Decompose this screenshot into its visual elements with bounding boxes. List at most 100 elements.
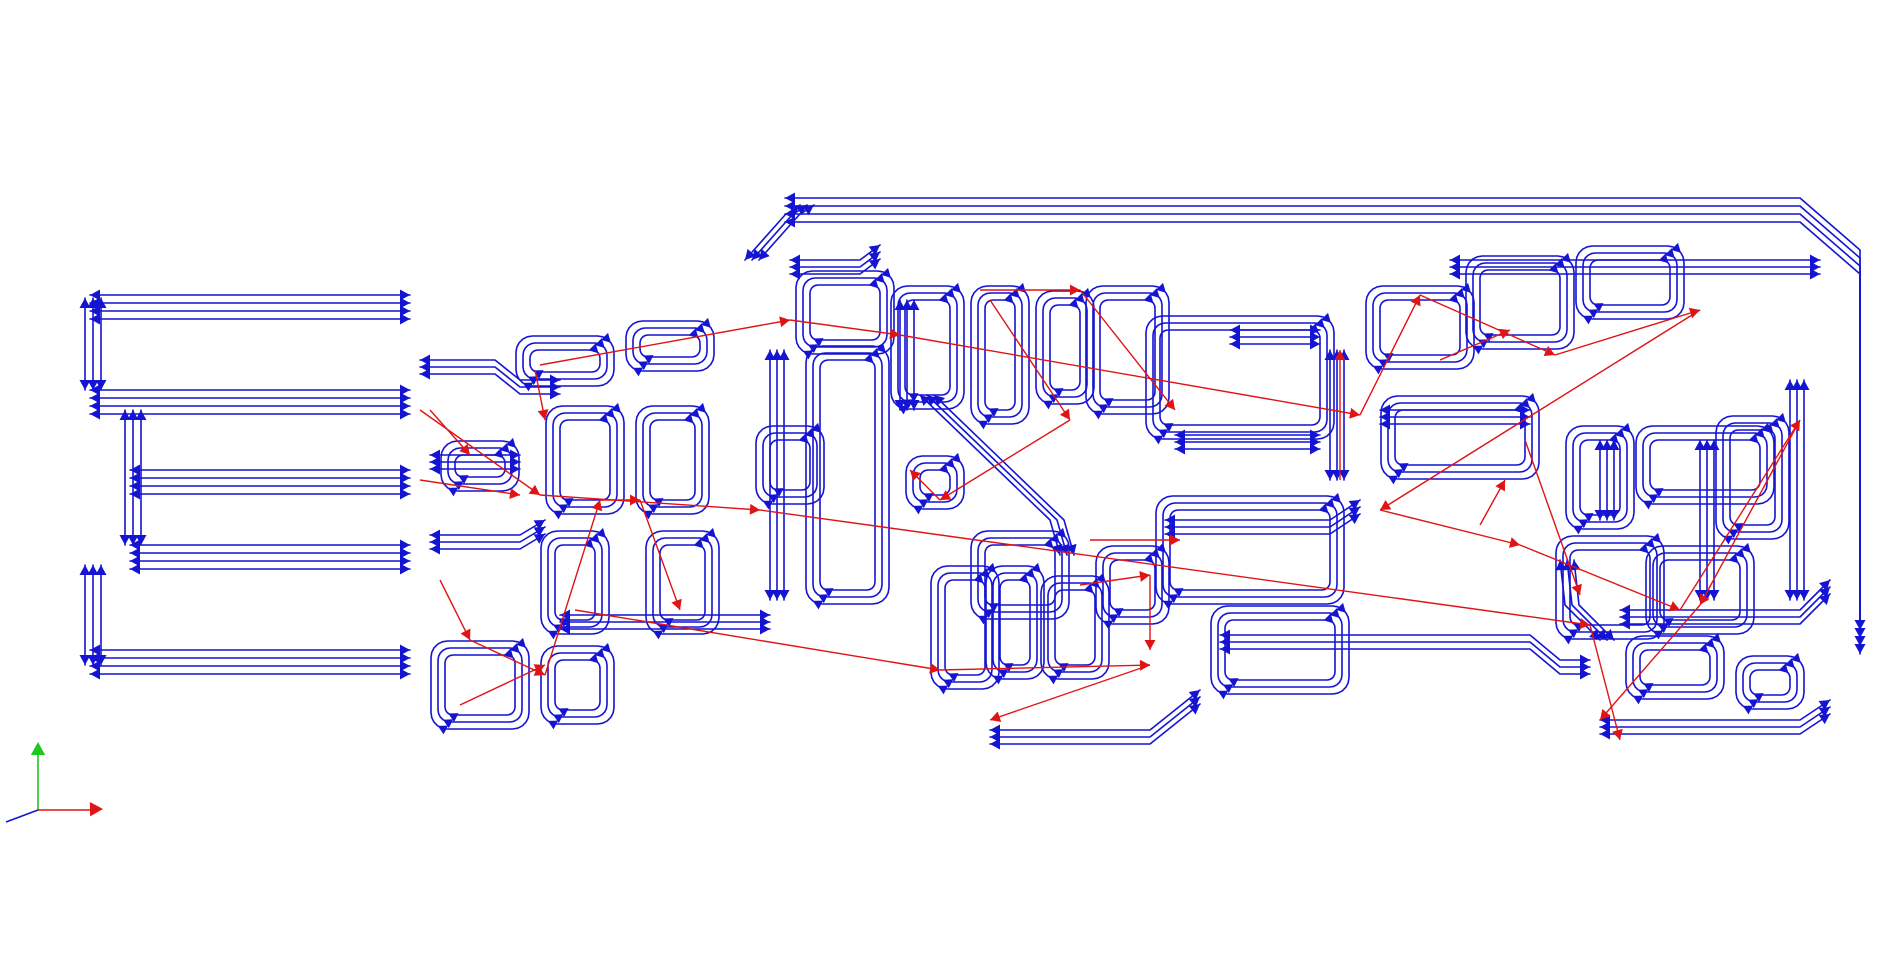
pad-contour-23 xyxy=(1387,402,1533,473)
direction-arrow-icon xyxy=(1608,510,1620,520)
direction-arrow-icon xyxy=(908,400,920,410)
direction-arrow-icon xyxy=(90,392,100,404)
direction-arrow-icon xyxy=(130,488,140,500)
direction-arrow-icon xyxy=(1329,608,1340,618)
direction-arrow-icon xyxy=(683,413,694,424)
direction-arrow-icon xyxy=(1152,435,1164,445)
direction-arrow-icon xyxy=(547,720,559,730)
trace-l xyxy=(1619,593,1831,625)
direction-arrow-icon xyxy=(652,630,664,640)
direction-arrow-icon xyxy=(1331,492,1341,503)
direction-arrow-icon xyxy=(400,464,410,476)
direction-arrow-icon xyxy=(1378,359,1389,369)
direction-arrow-icon xyxy=(1188,704,1200,715)
direction-arrow-icon xyxy=(798,433,809,444)
direction-arrow-icon xyxy=(992,675,1004,685)
direction-arrow-icon xyxy=(400,392,410,404)
direction-arrow-icon xyxy=(868,259,880,270)
pad-contour-11 xyxy=(1049,304,1081,391)
direction-arrow-icon xyxy=(130,555,140,567)
direction-arrow-icon xyxy=(509,643,520,653)
trace-i xyxy=(1219,648,1591,675)
direction-arrow-icon xyxy=(1694,440,1706,450)
direction-arrow-icon xyxy=(553,714,564,724)
direction-arrow-icon xyxy=(1583,513,1594,522)
direction-arrow-icon xyxy=(1664,248,1675,258)
direction-arrow-icon xyxy=(894,300,906,310)
diag-trace-3 xyxy=(1573,559,1615,641)
direction-arrow-icon xyxy=(1728,529,1739,539)
direction-arrow-icon xyxy=(1601,510,1613,520)
direction-arrow-icon xyxy=(1318,503,1329,514)
pad-contour-33 xyxy=(809,284,881,341)
direction-arrow-icon xyxy=(400,660,410,672)
direction-arrow-icon xyxy=(1620,611,1630,623)
direction-arrow-icon xyxy=(1498,328,1510,339)
direction-arrow-icon xyxy=(1776,412,1786,423)
pad-contour-28 xyxy=(1715,415,1790,540)
pad-contour-2 xyxy=(552,412,618,508)
direction-arrow-icon xyxy=(1230,331,1240,343)
direction-arrow-icon xyxy=(1310,443,1320,455)
pad-contour-10 xyxy=(984,299,1016,411)
direction-arrow-icon xyxy=(604,408,615,418)
direction-arrow-icon xyxy=(90,408,100,420)
direction-arrow-icon xyxy=(430,529,440,541)
direction-arrow-icon xyxy=(990,724,1000,736)
direction-arrow-icon xyxy=(1790,420,1800,432)
direction-arrow-icon xyxy=(1791,380,1803,390)
direction-arrow-icon xyxy=(1398,463,1409,472)
direction-arrow-icon xyxy=(400,408,410,420)
direction-arrow-icon xyxy=(1671,242,1681,253)
z-axis-line xyxy=(5,809,39,823)
direction-arrow-icon xyxy=(443,719,454,729)
direction-arrow-icon xyxy=(630,494,640,506)
direction-arrow-icon xyxy=(601,642,611,653)
direction-arrow-icon xyxy=(808,344,819,354)
direction-arrow-icon xyxy=(1742,705,1754,715)
direction-arrow-icon xyxy=(759,248,770,260)
direction-arrow-icon xyxy=(948,673,959,682)
direction-arrow-icon xyxy=(537,409,549,420)
direction-arrow-icon xyxy=(998,669,1009,679)
direction-arrow-icon xyxy=(643,355,654,364)
direction-arrow-icon xyxy=(1338,470,1350,480)
pad-contour-7 xyxy=(444,654,516,716)
direction-arrow-icon xyxy=(804,428,815,438)
direction-arrow-icon xyxy=(1310,324,1320,336)
direction-arrow-icon xyxy=(1228,678,1239,687)
direction-arrow-icon xyxy=(79,298,91,308)
direction-arrow-icon xyxy=(1068,298,1079,309)
direction-arrow-icon xyxy=(910,470,921,481)
direction-arrow-icon xyxy=(528,484,540,495)
direction-arrow-icon xyxy=(79,565,91,575)
direction-arrow-icon xyxy=(1410,295,1421,307)
direction-arrow-icon xyxy=(1748,433,1759,444)
direction-arrow-icon xyxy=(1520,411,1530,423)
direction-arrow-icon xyxy=(1543,345,1555,356)
direction-arrow-icon xyxy=(1638,543,1649,554)
direction-arrow-icon xyxy=(1217,690,1229,700)
direction-arrow-icon xyxy=(1520,404,1530,416)
travel-move-19 xyxy=(439,579,471,641)
direction-arrow-icon xyxy=(90,313,100,325)
travel-move-27 xyxy=(1079,574,1151,586)
direction-arrow-icon xyxy=(760,609,770,621)
direction-arrow-icon xyxy=(503,648,514,659)
direction-arrow-icon xyxy=(1582,315,1594,325)
direction-arrow-icon xyxy=(1632,695,1644,705)
direction-arrow-icon xyxy=(973,573,984,584)
pad-contour-5 xyxy=(540,530,610,635)
direction-arrow-icon xyxy=(951,452,961,463)
direction-arrow-icon xyxy=(1519,398,1530,408)
direction-arrow-icon xyxy=(1047,675,1059,685)
direction-arrow-icon xyxy=(1791,590,1803,600)
direction-arrow-icon xyxy=(1593,303,1604,312)
direction-arrow-icon xyxy=(1156,282,1166,293)
travel-move-15 xyxy=(1599,604,1701,721)
travel-move-13 xyxy=(1679,419,1801,611)
direction-arrow-icon xyxy=(430,463,440,475)
direction-arrow-icon xyxy=(1621,422,1631,433)
